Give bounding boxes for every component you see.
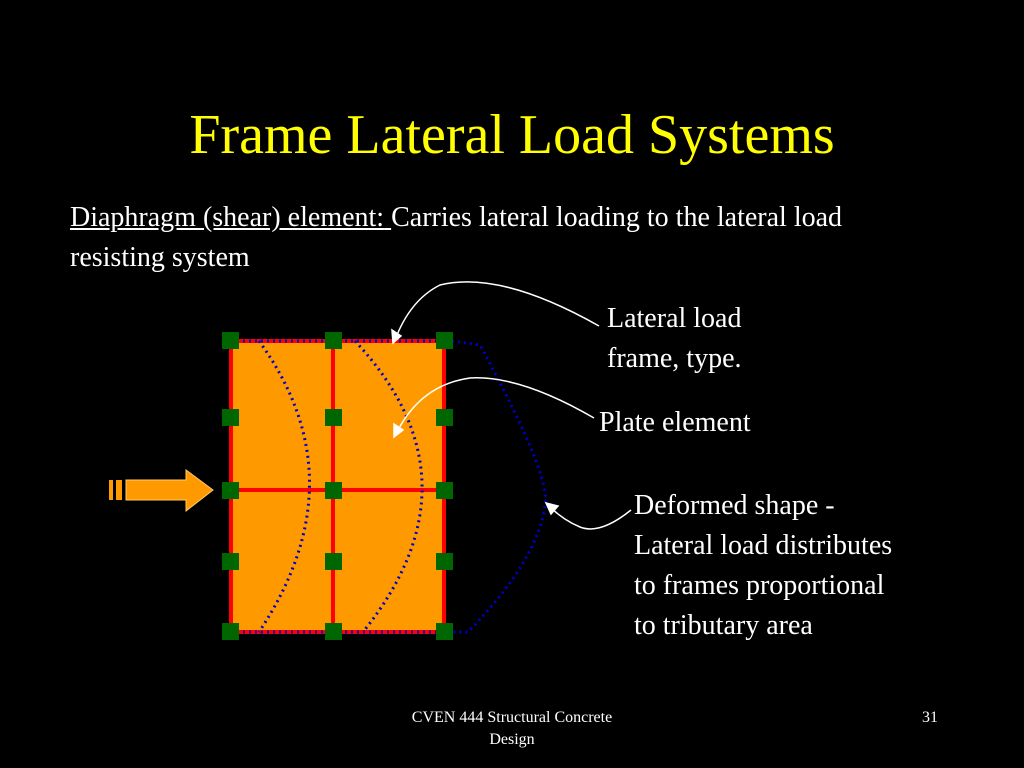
frame-label: Lateral load frame, type. — [607, 299, 807, 379]
deformed-shape — [231, 339, 548, 634]
callout-frame-line — [394, 281, 600, 341]
frame-label-line1: Lateral load — [607, 303, 742, 334]
callout-frame-arrowhead — [391, 328, 403, 345]
node — [325, 553, 342, 570]
deformed-label-line3: to frames proportional — [634, 570, 885, 601]
node — [222, 409, 239, 426]
deformed-label-line4: to tributary area — [634, 610, 813, 641]
footer-course: CVEN 444 Structural Concrete Design — [366, 707, 658, 751]
load-arrow-head — [125, 469, 214, 513]
node — [325, 409, 342, 426]
frame-label-line2: frame, type. — [607, 343, 742, 374]
callout-deformed-arrowhead — [544, 501, 560, 516]
callout-deformed-line — [548, 505, 632, 530]
callout-plate-arrowhead — [393, 422, 405, 439]
deformed-label-line2: Lateral load distributes — [634, 530, 893, 561]
node — [436, 332, 453, 349]
footer-course-line2: Design — [489, 731, 535, 748]
callouts — [391, 281, 632, 530]
node — [325, 332, 342, 349]
node — [436, 623, 453, 640]
deformed-curve-3 — [451, 339, 548, 634]
page-number: 31 — [922, 709, 938, 726]
definition-text: Carries lateral loading to the lateral l… — [70, 202, 843, 273]
node — [222, 553, 239, 570]
plate-label: Plate element — [599, 407, 751, 438]
deformed-curve-1 — [257, 340, 311, 633]
footer-course-line1: CVEN 444 Structural Concrete — [411, 709, 613, 726]
load-arrow-bar-1 — [109, 480, 113, 500]
node — [325, 623, 342, 640]
slide-title: Frame Lateral Load Systems — [189, 104, 835, 166]
callout-plate-line — [395, 377, 595, 435]
deformed-label: Deformed shape - Lateral load distribute… — [634, 486, 974, 646]
definition-paragraph: Diaphragm (shear) element: Carries later… — [70, 198, 890, 278]
node — [222, 332, 239, 349]
load-arrow — [109, 469, 214, 513]
deformed-label-line1: Deformed shape - — [634, 490, 835, 521]
node — [436, 553, 453, 570]
node — [325, 482, 342, 499]
node — [436, 482, 453, 499]
definition-term: Diaphragm (shear) element: — [70, 202, 385, 233]
node — [222, 623, 239, 640]
node — [436, 409, 453, 426]
node — [222, 482, 239, 499]
load-arrow-bar-2 — [116, 480, 122, 500]
nodes — [222, 332, 453, 640]
